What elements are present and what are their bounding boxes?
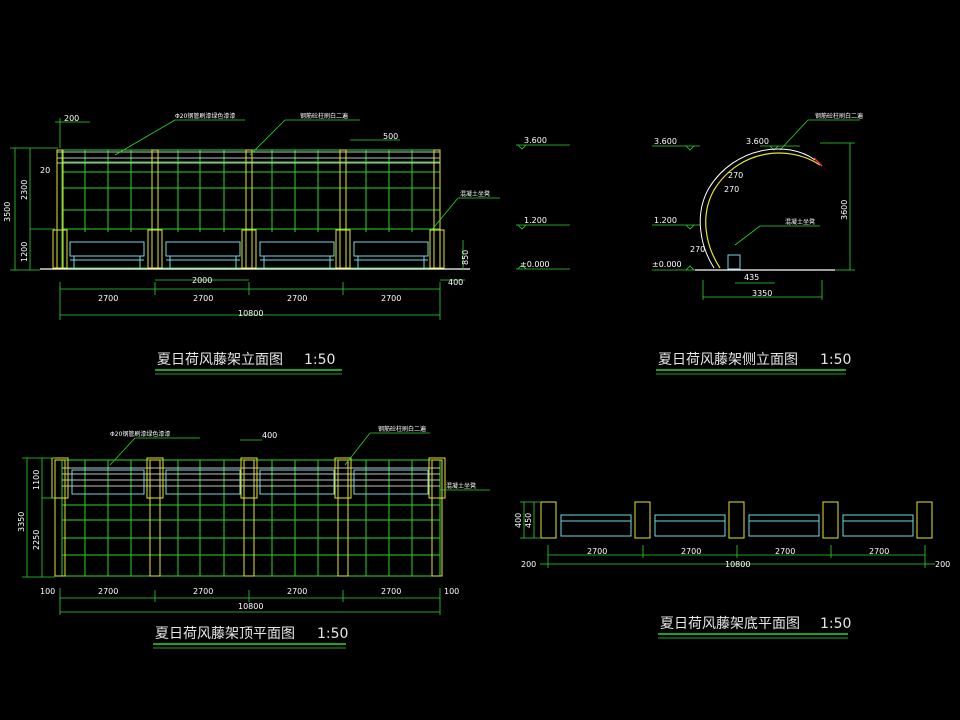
top-plan-note-2: 钢筋砼柱刷白二遍 bbox=[378, 425, 426, 433]
bottom-plan-dim-total: 10800 bbox=[725, 560, 750, 569]
front-dim-right-1: 850 bbox=[461, 250, 470, 265]
front-note-1: Φ20钢管刷漆绿色漆漆 bbox=[175, 112, 235, 120]
front-dim-left-2: 2300 bbox=[20, 180, 29, 200]
bottom-plan-dim-left-1: 400 bbox=[514, 513, 523, 528]
front-grid bbox=[61, 149, 441, 269]
side-note-2: 混凝土坐凳 bbox=[785, 218, 815, 226]
top-plan-dim-left-2: 1100 bbox=[32, 470, 41, 490]
level-1200: 1.200 bbox=[524, 216, 547, 225]
side-dim-270-b: 270 bbox=[724, 185, 739, 194]
top-plan-dim-bottom-3: 2700 bbox=[193, 587, 213, 596]
top-plan-note-3: 混凝土坐凳 bbox=[446, 482, 476, 490]
bottom-plan-dim-4: 2700 bbox=[869, 547, 889, 556]
level-markers: 3.600 1.200 ±0.000 bbox=[516, 136, 570, 270]
bottom-plan-title: 夏日荷风藤架底平面图 bbox=[660, 616, 800, 632]
front-dim-bottom-3: 2700 bbox=[193, 294, 213, 303]
bottom-plan-scale: 1:50 bbox=[820, 616, 851, 632]
level-3600: 3.600 bbox=[524, 136, 547, 145]
bottom-plan-piers bbox=[540, 501, 933, 539]
front-dim-top-1: 200 bbox=[64, 114, 79, 123]
front-columns bbox=[52, 149, 445, 269]
side-level-4: ±0.000 bbox=[652, 260, 682, 269]
bottom-plan: 400 450 2700 2700 2700 2700 200 10800 20… bbox=[514, 501, 950, 639]
top-plan-dim-left-1: 3350 bbox=[17, 512, 26, 532]
top-plan-note-1: Φ20钢管刷漆绿色漆漆 bbox=[110, 430, 170, 438]
top-plan-dim-top: 400 bbox=[262, 431, 277, 440]
bottom-plan-dim-left-2: 450 bbox=[524, 513, 533, 528]
front-dim-left-3: 1200 bbox=[20, 242, 29, 262]
side-dim-435: 435 bbox=[744, 273, 759, 282]
bottom-plan-dim-right-edge: 200 bbox=[935, 560, 950, 569]
bottom-plan-dim-1: 2700 bbox=[587, 547, 607, 556]
front-dim-bottom-1: 2000 bbox=[192, 276, 212, 285]
front-benches bbox=[69, 241, 429, 268]
front-dim-bottom-5: 2700 bbox=[381, 294, 401, 303]
top-plan-columns bbox=[51, 457, 446, 577]
side-bench bbox=[727, 254, 741, 270]
side-elevation-title: 夏日荷风藤架侧立面图 bbox=[658, 352, 798, 368]
front-elevation: 200 500 3500 2300 1200 20 850 400 2000 2… bbox=[3, 112, 500, 375]
side-elevation: 3.600 3.600 1.200 ±0.000 钢筋砼柱刷白二遍 混凝土坐凳 … bbox=[652, 112, 863, 375]
side-dim-height: 3600 bbox=[840, 200, 849, 220]
front-elevation-title: 夏日荷风藤架立面图 bbox=[157, 352, 283, 368]
side-dim-270-a: 270 bbox=[728, 171, 743, 180]
side-arc-tip bbox=[813, 157, 823, 167]
top-plan-title: 夏日荷风藤架顶平面图 bbox=[155, 626, 295, 642]
front-dim-bottom-2: 2700 bbox=[98, 294, 118, 303]
top-plan-dim-bottom-4: 2700 bbox=[287, 587, 307, 596]
top-plan-dimension-lines bbox=[22, 432, 490, 615]
front-elevation-scale: 1:50 bbox=[304, 352, 335, 368]
bottom-plan-benches bbox=[560, 514, 914, 537]
side-elevation-scale: 1:50 bbox=[820, 352, 851, 368]
bottom-plan-dimension-lines bbox=[520, 501, 935, 568]
front-dim-left-1: 3500 bbox=[3, 202, 12, 222]
top-plan-scale: 1:50 bbox=[317, 626, 348, 642]
side-dim-3350: 3350 bbox=[752, 289, 772, 298]
front-dim-left-4: 20 bbox=[40, 166, 50, 175]
side-level-3: 1.200 bbox=[654, 216, 677, 225]
front-dimension-lines bbox=[10, 118, 500, 320]
bottom-plan-dim-3: 2700 bbox=[775, 547, 795, 556]
bottom-plan-dim-2: 2700 bbox=[681, 547, 701, 556]
side-arc-inner bbox=[699, 148, 816, 269]
front-dim-bottom-4: 2700 bbox=[287, 294, 307, 303]
front-note-3: 混凝土坐凳 bbox=[460, 190, 490, 198]
top-plan-dim-bottom-1: 100 bbox=[40, 587, 55, 596]
top-plan-dim-bottom-2: 2700 bbox=[98, 587, 118, 596]
top-plan-benches bbox=[71, 469, 429, 495]
front-dim-bottom-total: 10800 bbox=[238, 309, 263, 318]
bottom-plan-dim-left-edge: 200 bbox=[521, 560, 536, 569]
side-note-1: 钢筋砼柱刷白二遍 bbox=[815, 112, 863, 120]
top-plan-dim-left-3: 2250 bbox=[32, 530, 41, 550]
side-level-1: 3.600 bbox=[654, 137, 677, 146]
top-plan-dim-total: 10800 bbox=[238, 602, 263, 611]
top-plan: 400 3350 1100 2250 100 2700 2700 2700 27… bbox=[17, 425, 490, 649]
level-0000: ±0.000 bbox=[520, 260, 550, 269]
side-dim-270-c: 270 bbox=[690, 245, 705, 254]
front-note-2: 钢筋砼柱刷白二遍 bbox=[300, 112, 348, 120]
top-plan-dim-bottom-6: 100 bbox=[444, 587, 459, 596]
top-plan-beams bbox=[62, 467, 440, 487]
side-level-2: 3.600 bbox=[746, 137, 769, 146]
side-arc-outer bbox=[705, 152, 821, 269]
top-plan-dim-bottom-5: 2700 bbox=[381, 587, 401, 596]
front-dim-right-2: 400 bbox=[448, 278, 463, 287]
front-dim-top-2: 500 bbox=[383, 132, 398, 141]
